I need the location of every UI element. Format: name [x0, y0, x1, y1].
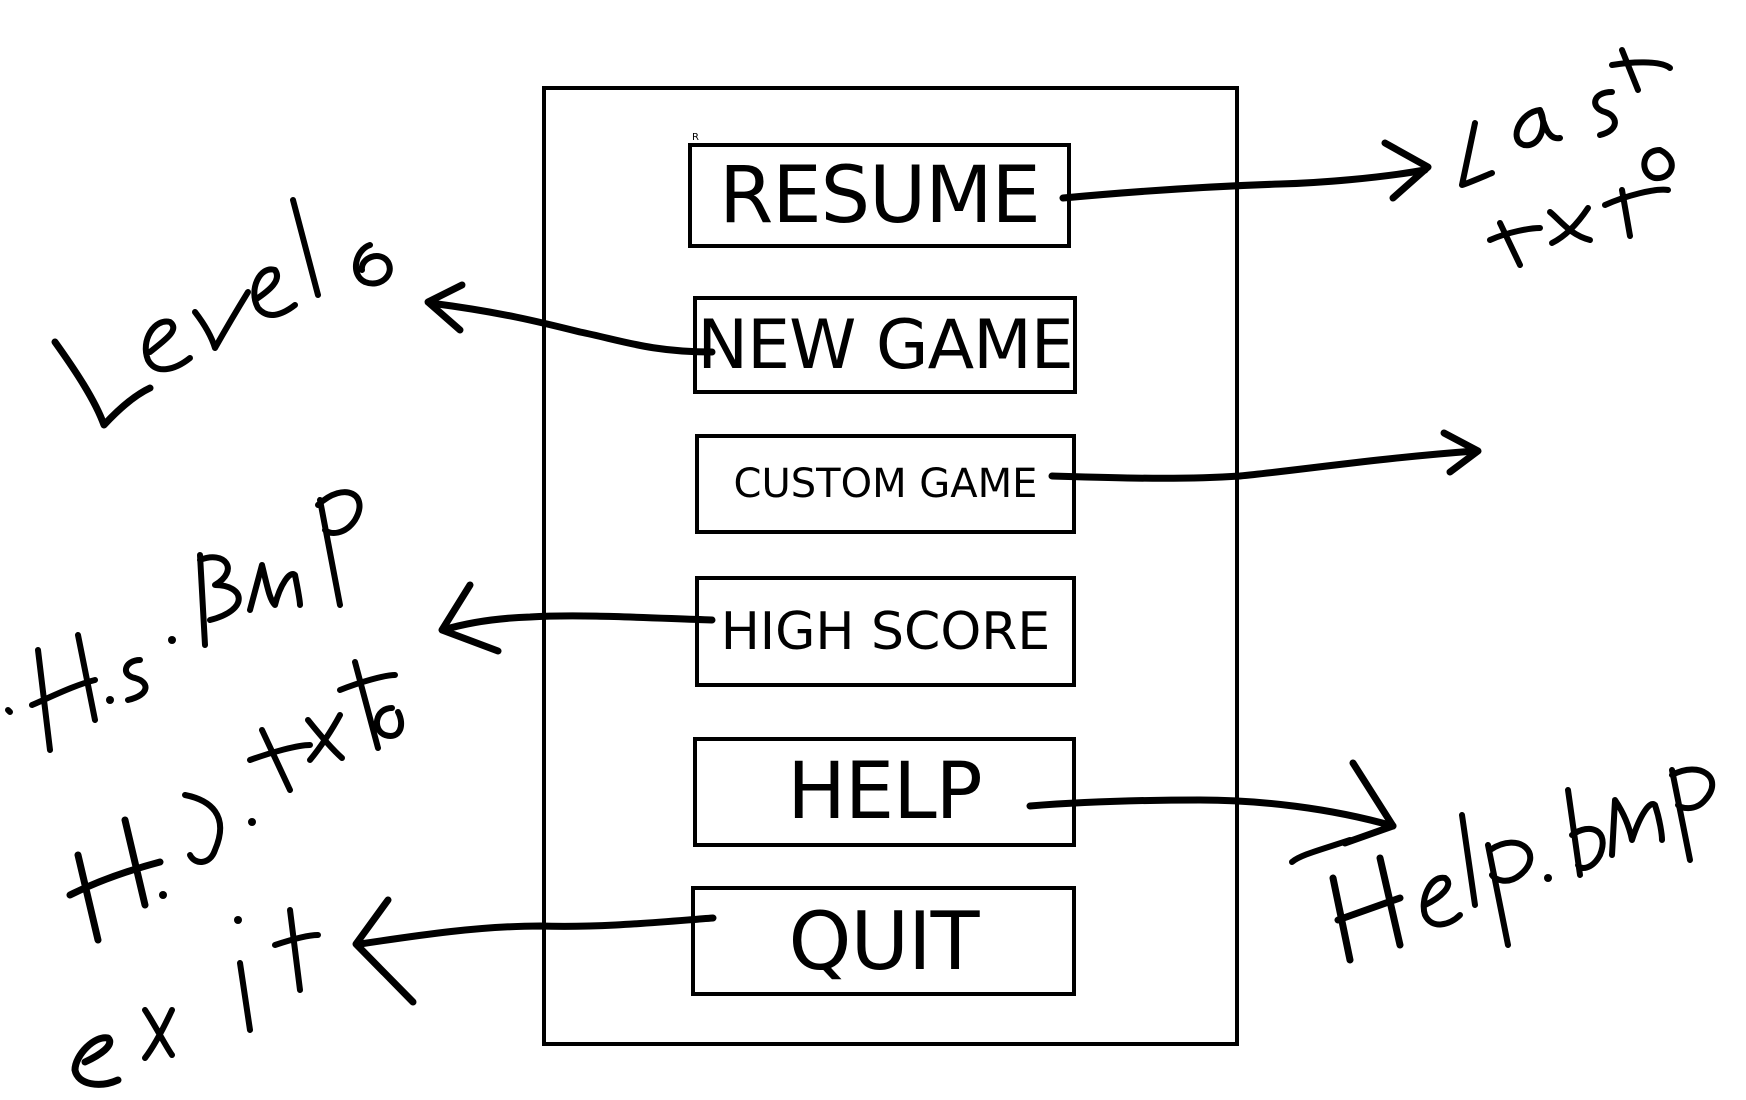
new-game-button[interactable]: NEW GAME [693, 296, 1077, 394]
arrow-custom-game [1048, 429, 1482, 482]
corner-mark: R [692, 132, 699, 143]
handwritten-hs-txt [66, 659, 405, 944]
handwritten-hs-bmp [5, 489, 363, 753]
custom-game-button[interactable]: CUSTOM GAME [695, 434, 1076, 534]
handwritten-last-txt [1459, 47, 1675, 268]
arrow-resume-to-last-txt [1059, 139, 1432, 202]
quit-button[interactable]: QUIT [691, 886, 1076, 996]
handwritten-exit [71, 907, 321, 1088]
high-score-button[interactable]: HIGH SCORE [695, 576, 1076, 687]
arrow-help-to-help-bmp [1026, 759, 1397, 865]
handwritten-help-bmp [1329, 766, 1715, 964]
arrow-new-game-to-levels [424, 281, 716, 356]
help-button[interactable]: HELP [693, 737, 1076, 847]
arrow-high-score [438, 581, 716, 655]
menu-frame [542, 86, 1239, 1046]
handwritten-levels [51, 197, 393, 429]
arrow-quit-to-exit [352, 896, 717, 1006]
